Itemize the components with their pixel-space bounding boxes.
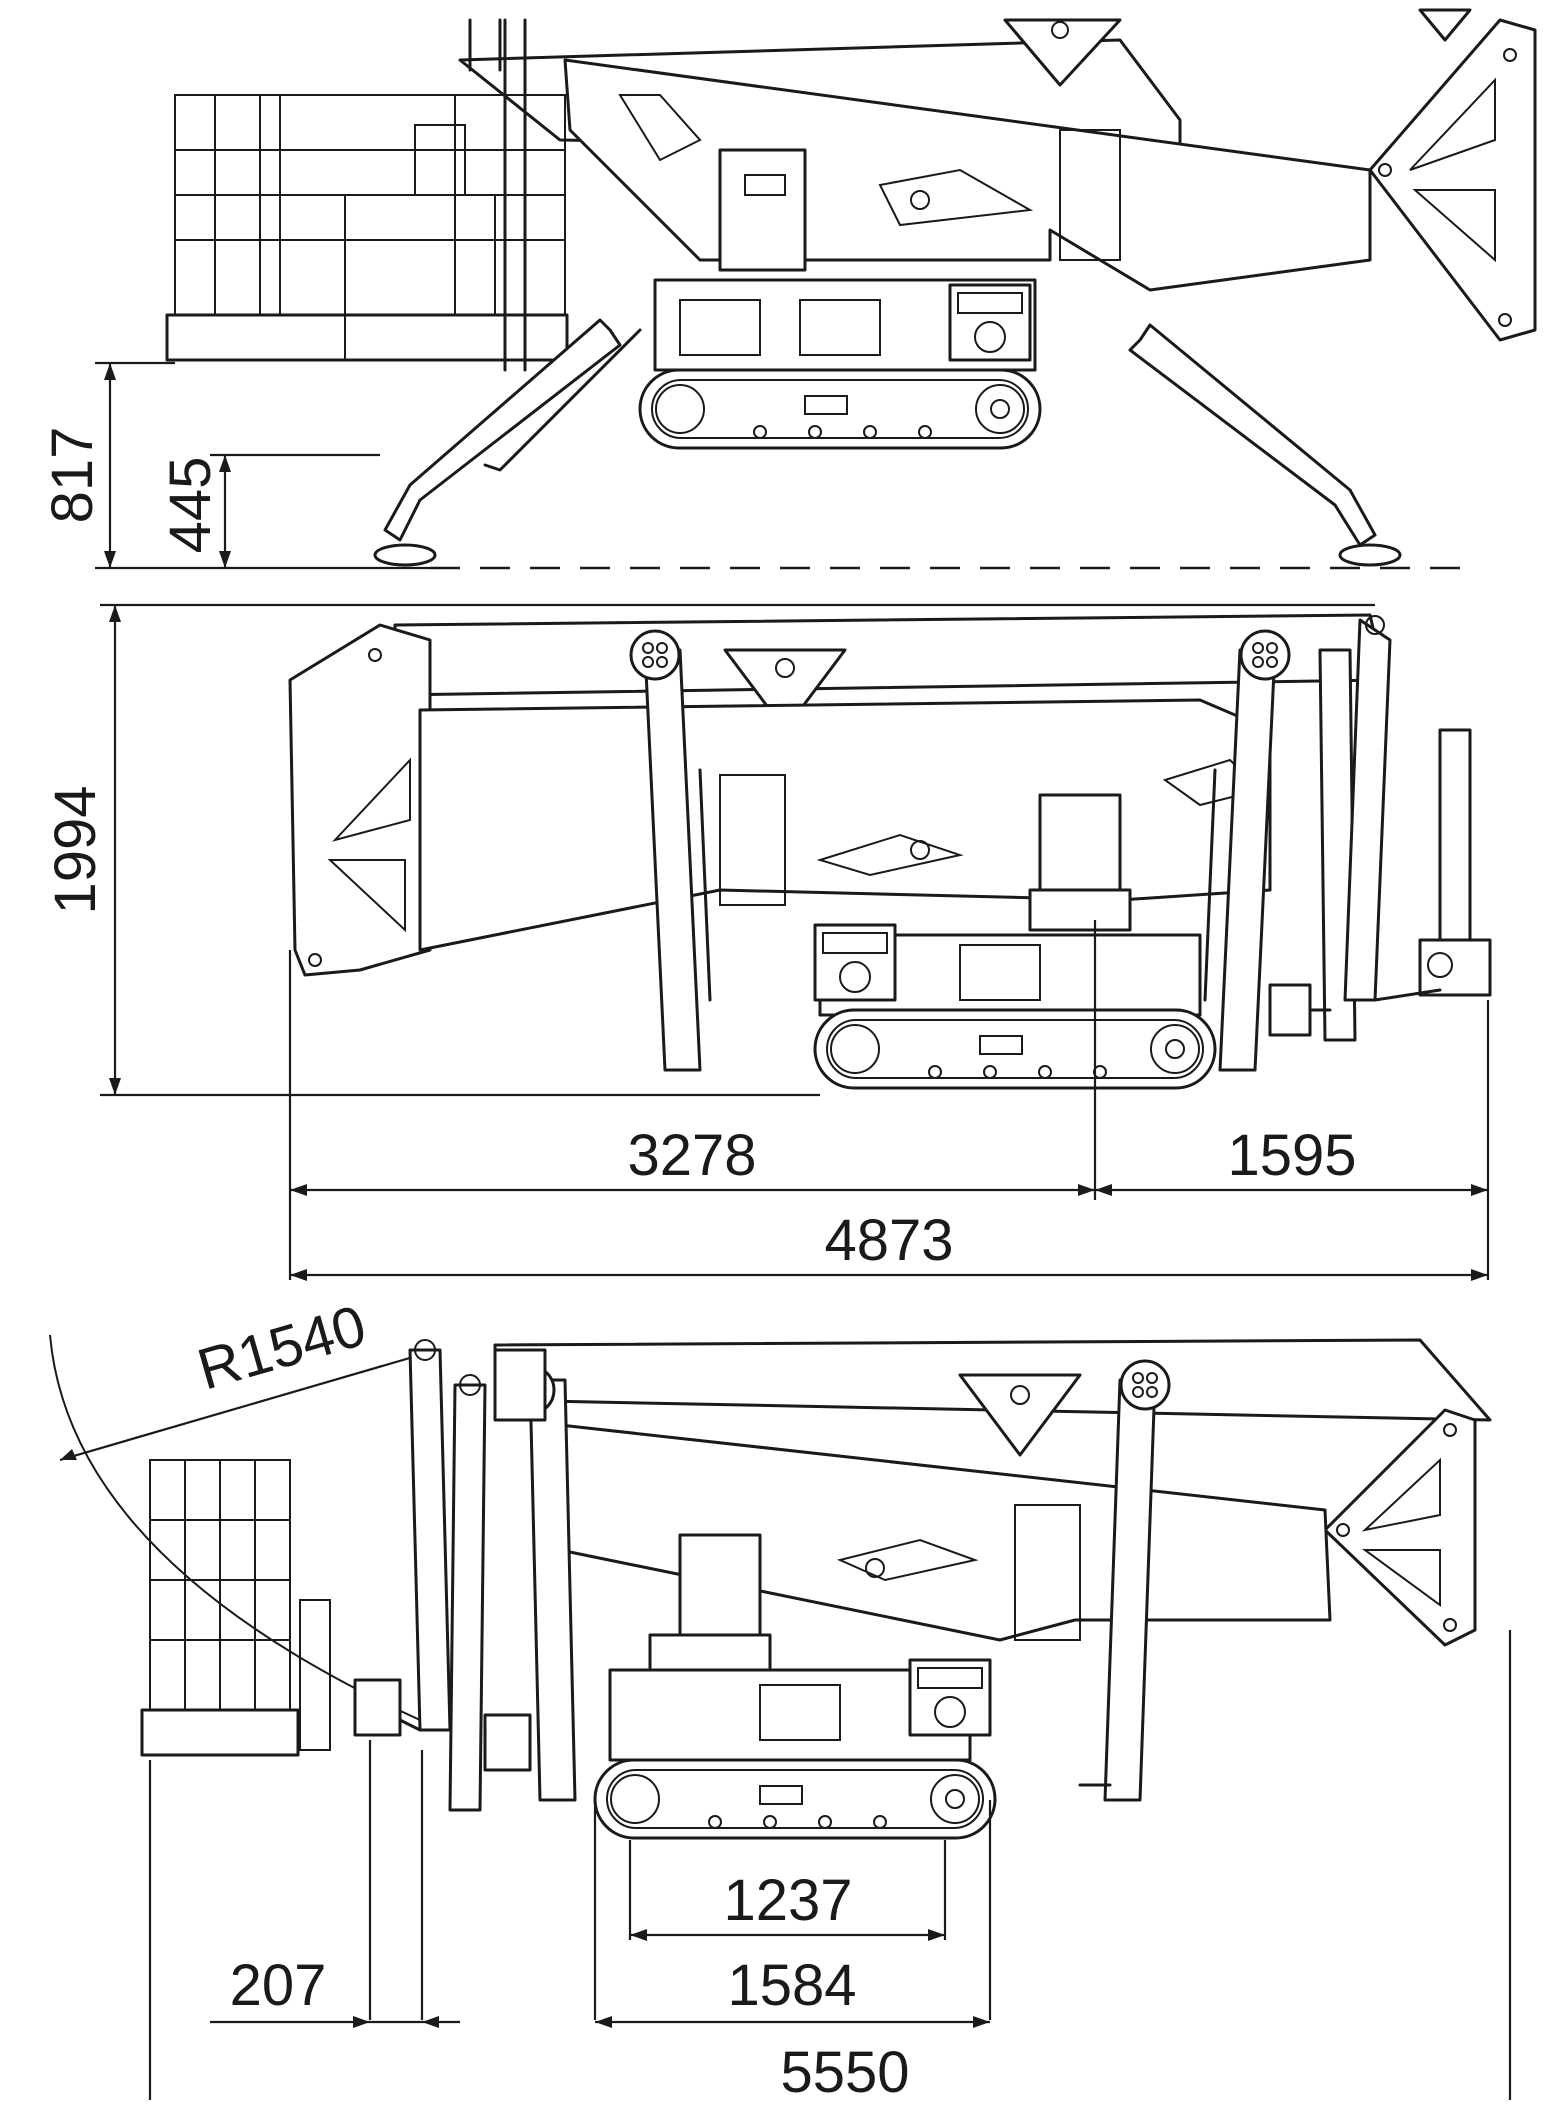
dimension-3278: 3278 (290, 1123, 1095, 1196)
dimension-207: 207 (210, 1953, 460, 2028)
dimension-label-5550: 5550 (780, 2040, 909, 2105)
dimension-label-1595: 1595 (1227, 1123, 1356, 1188)
dimension-445: 445 (158, 453, 380, 568)
view-working-position: 817 445 (40, 8, 1537, 570)
dimension-label-1994: 1994 (43, 785, 108, 914)
view-basket-reach: R1540 (49, 1293, 1512, 2105)
jib-radius-arc (49, 1334, 421, 1721)
dimension-4873: 4873 (290, 1208, 1488, 1281)
dimension-label-4873: 4873 (824, 1208, 953, 1273)
dimension-label-207: 207 (230, 1953, 327, 2018)
dimension-label-445: 445 (158, 457, 223, 554)
dimension-1584: 1584 (595, 1953, 990, 2028)
dimension-label-3278: 3278 (627, 1123, 756, 1188)
dimension-817: 817 (40, 361, 430, 570)
dimension-label-817: 817 (40, 427, 105, 524)
view-stowed-position: 1994 3278 1595 4873 (43, 603, 1492, 1281)
dimension-label-r1540: R1540 (191, 1293, 373, 1403)
dimension-label-1237: 1237 (723, 1868, 852, 1933)
dimension-5550: 5550 (780, 2040, 909, 2105)
dimension-1237: 1237 (630, 1868, 945, 1941)
dimension-1595: 1595 (1095, 1123, 1488, 1196)
dimension-1994: 1994 (43, 603, 1375, 1097)
dimension-label-1584: 1584 (727, 1953, 856, 2018)
